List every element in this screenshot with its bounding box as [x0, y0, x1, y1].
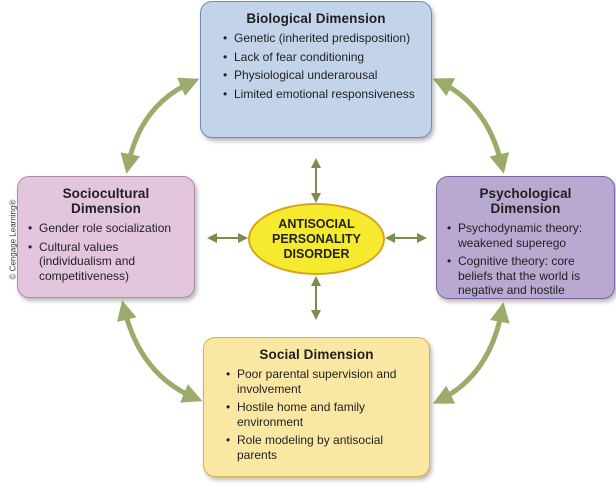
- psychological-dimension-box: Psychological Dimension Psychodynamic th…: [436, 176, 615, 299]
- psychological-dimension-list: Psychodynamic theory: weakened superego …: [447, 221, 604, 298]
- list-item: Lack of fear conditioning: [223, 50, 419, 65]
- sociocultural-dimension-title: Sociocultural Dimension: [62, 186, 150, 216]
- arrow-social-sociocultural: [117, 300, 203, 403]
- biological-dimension-list: Genetic (inherited predisposition) Lack …: [213, 31, 419, 101]
- psychological-dimension-title: Psychological Dimension: [479, 186, 572, 216]
- sociocultural-dimension-list: Gender role socialization Cultural value…: [28, 221, 184, 283]
- center-ellipse-antisocial-personality-disorder: ANTISOCIAL PERSONALITY DISORDER: [248, 203, 385, 275]
- list-item: Genetic (inherited predisposition): [223, 31, 419, 46]
- center-label-line: PERSONALITY: [272, 231, 361, 246]
- list-item: Cultural values (individualism and compe…: [28, 240, 184, 284]
- arrow-psychological-social: [432, 302, 510, 404]
- biological-dimension-title: Biological Dimension: [246, 11, 386, 26]
- biological-dimension-box: Biological Dimension Genetic (inherited …: [200, 1, 432, 138]
- list-item: Gender role socialization: [28, 221, 184, 236]
- list-item: Psychodynamic theory: weakened superego: [447, 221, 604, 250]
- social-dimension-title: Social Dimension: [259, 347, 374, 362]
- center-label-line: DISORDER: [283, 246, 350, 261]
- arrow-biological-psychological: [432, 78, 510, 174]
- social-dimension-list: Poor parental supervision and involvemen…: [216, 367, 417, 462]
- list-item: Hostile home and family environment: [226, 400, 417, 429]
- list-item: Cognitive theory: core beliefs that the …: [447, 254, 604, 298]
- social-dimension-box: Social Dimension Poor parental supervisi…: [203, 337, 430, 477]
- arrow-sociocultural-biological: [120, 77, 200, 174]
- list-item: Limited emotional responsiveness: [223, 87, 419, 102]
- center-label-line: ANTISOCIAL: [278, 216, 355, 231]
- list-item: Role modeling by antisocial parents: [226, 433, 417, 462]
- list-item: Poor parental supervision and involvemen…: [226, 367, 417, 396]
- copyright-credit: © Cengage Learning®: [8, 199, 18, 280]
- sociocultural-dimension-box: Sociocultural Dimension Gender role soci…: [17, 176, 195, 298]
- list-item: Physiological underarousal: [223, 68, 419, 83]
